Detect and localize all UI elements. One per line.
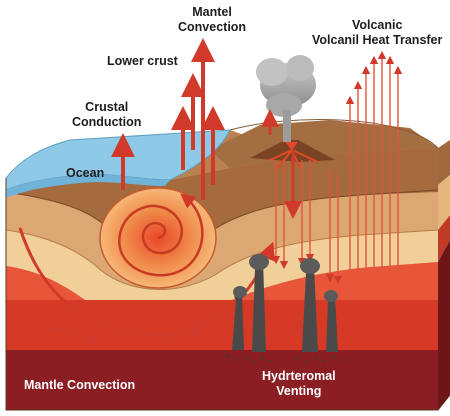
label-volcanic: Volcanic Volcanil Heat Transfer <box>312 18 442 48</box>
label-volcanic-line2: Volcanil Heat Transfer <box>312 33 443 47</box>
volcanic-conduit-arrows <box>261 109 302 219</box>
label-crustal-conduction-line2: Conduction <box>72 115 142 129</box>
label-mantel-convection-line1: Mantel <box>192 5 232 19</box>
ocean <box>5 129 231 198</box>
label-mantel-convection: Mantel Convection <box>178 5 246 35</box>
label-hydrothermal-line2: Venting <box>276 384 322 398</box>
block-outline <box>5 178 450 411</box>
strata-front <box>5 148 439 410</box>
volcanic-heat-lines <box>271 50 403 285</box>
label-hydrothermal-venting: Hydrteromal Venting <box>262 369 336 399</box>
label-hydrothermal-line1: Hydrteromal <box>262 369 336 383</box>
smoke-plume-icon <box>256 55 316 142</box>
vent-chimney-icon <box>232 254 338 352</box>
block-side-face <box>438 140 450 410</box>
label-crustal-conduction-line1: Crustal <box>85 100 129 114</box>
label-mantel-convection-line2: Convection <box>178 20 247 34</box>
label-volcanic-line1: Volcanic <box>351 18 403 32</box>
convection-swirl-icon <box>99 187 217 289</box>
label-ocean: Ocean <box>66 166 105 180</box>
label-crustal-conduction: Crustal Conduction <box>72 100 141 130</box>
label-mantle-convection: Mantle Convection <box>24 378 136 392</box>
label-lower-crust: Lower crust <box>107 54 178 68</box>
heat-flow-arrows <box>111 38 225 200</box>
vent-bubbles <box>226 354 344 364</box>
